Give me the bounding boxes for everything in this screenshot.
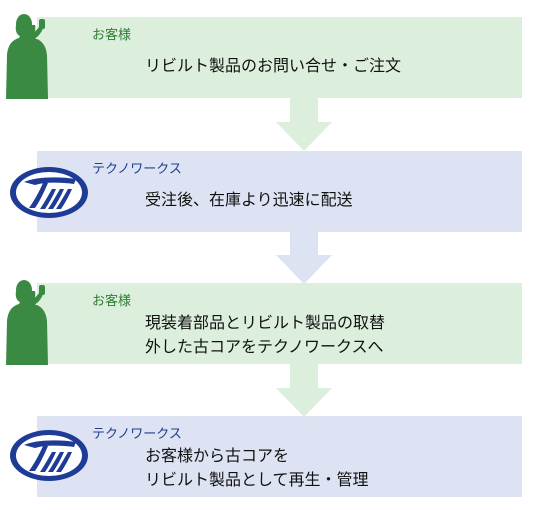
step-message-line: 受注後、在庫より迅速に配送 bbox=[145, 190, 353, 209]
step-message: 受注後、在庫より迅速に配送 bbox=[145, 188, 514, 212]
company-logo-icon bbox=[10, 167, 88, 218]
step-message-line: お客様から古コアを bbox=[145, 446, 290, 465]
step-role-label: お客様 bbox=[92, 294, 132, 309]
down-arrow-icon bbox=[276, 231, 332, 284]
flow-step-company-delivery: テクノワークス 受注後、在庫より迅速に配送 bbox=[37, 151, 522, 232]
company-logo-icon bbox=[10, 430, 88, 481]
person-silhouette-icon bbox=[6, 280, 48, 365]
step-message: 現装着部品とリビルト製品の取替 外した古コアをテクノワークスへ bbox=[145, 311, 514, 359]
step-role-label: テクノワークス bbox=[92, 162, 182, 177]
step-message-line: リビルト製品として再生・管理 bbox=[145, 470, 369, 489]
flow-step-company-remanufacture: テクノワークス お客様から古コアを リビルト製品として再生・管理 bbox=[37, 416, 522, 497]
person-silhouette-icon bbox=[6, 14, 48, 99]
down-arrow-icon bbox=[276, 364, 332, 417]
step-message-line: リビルト製品のお問い合せ・ご注文 bbox=[145, 56, 402, 75]
step-role-label: テクノワークス bbox=[92, 427, 182, 442]
step-role-label: お客様 bbox=[92, 28, 132, 43]
flow-step-customer-order: お客様 リビルト製品のお問い合せ・ご注文 bbox=[37, 17, 522, 98]
step-message: お客様から古コアを リビルト製品として再生・管理 bbox=[145, 444, 514, 492]
step-message: リビルト製品のお問い合せ・ご注文 bbox=[145, 54, 514, 78]
step-message-line: 外した古コアをテクノワークスへ bbox=[145, 337, 384, 356]
down-arrow-icon bbox=[276, 98, 332, 151]
flow-step-customer-exchange: お客様 現装着部品とリビルト製品の取替 外した古コアをテクノワークスへ bbox=[37, 283, 522, 364]
step-message-line: 現装着部品とリビルト製品の取替 bbox=[145, 313, 386, 332]
